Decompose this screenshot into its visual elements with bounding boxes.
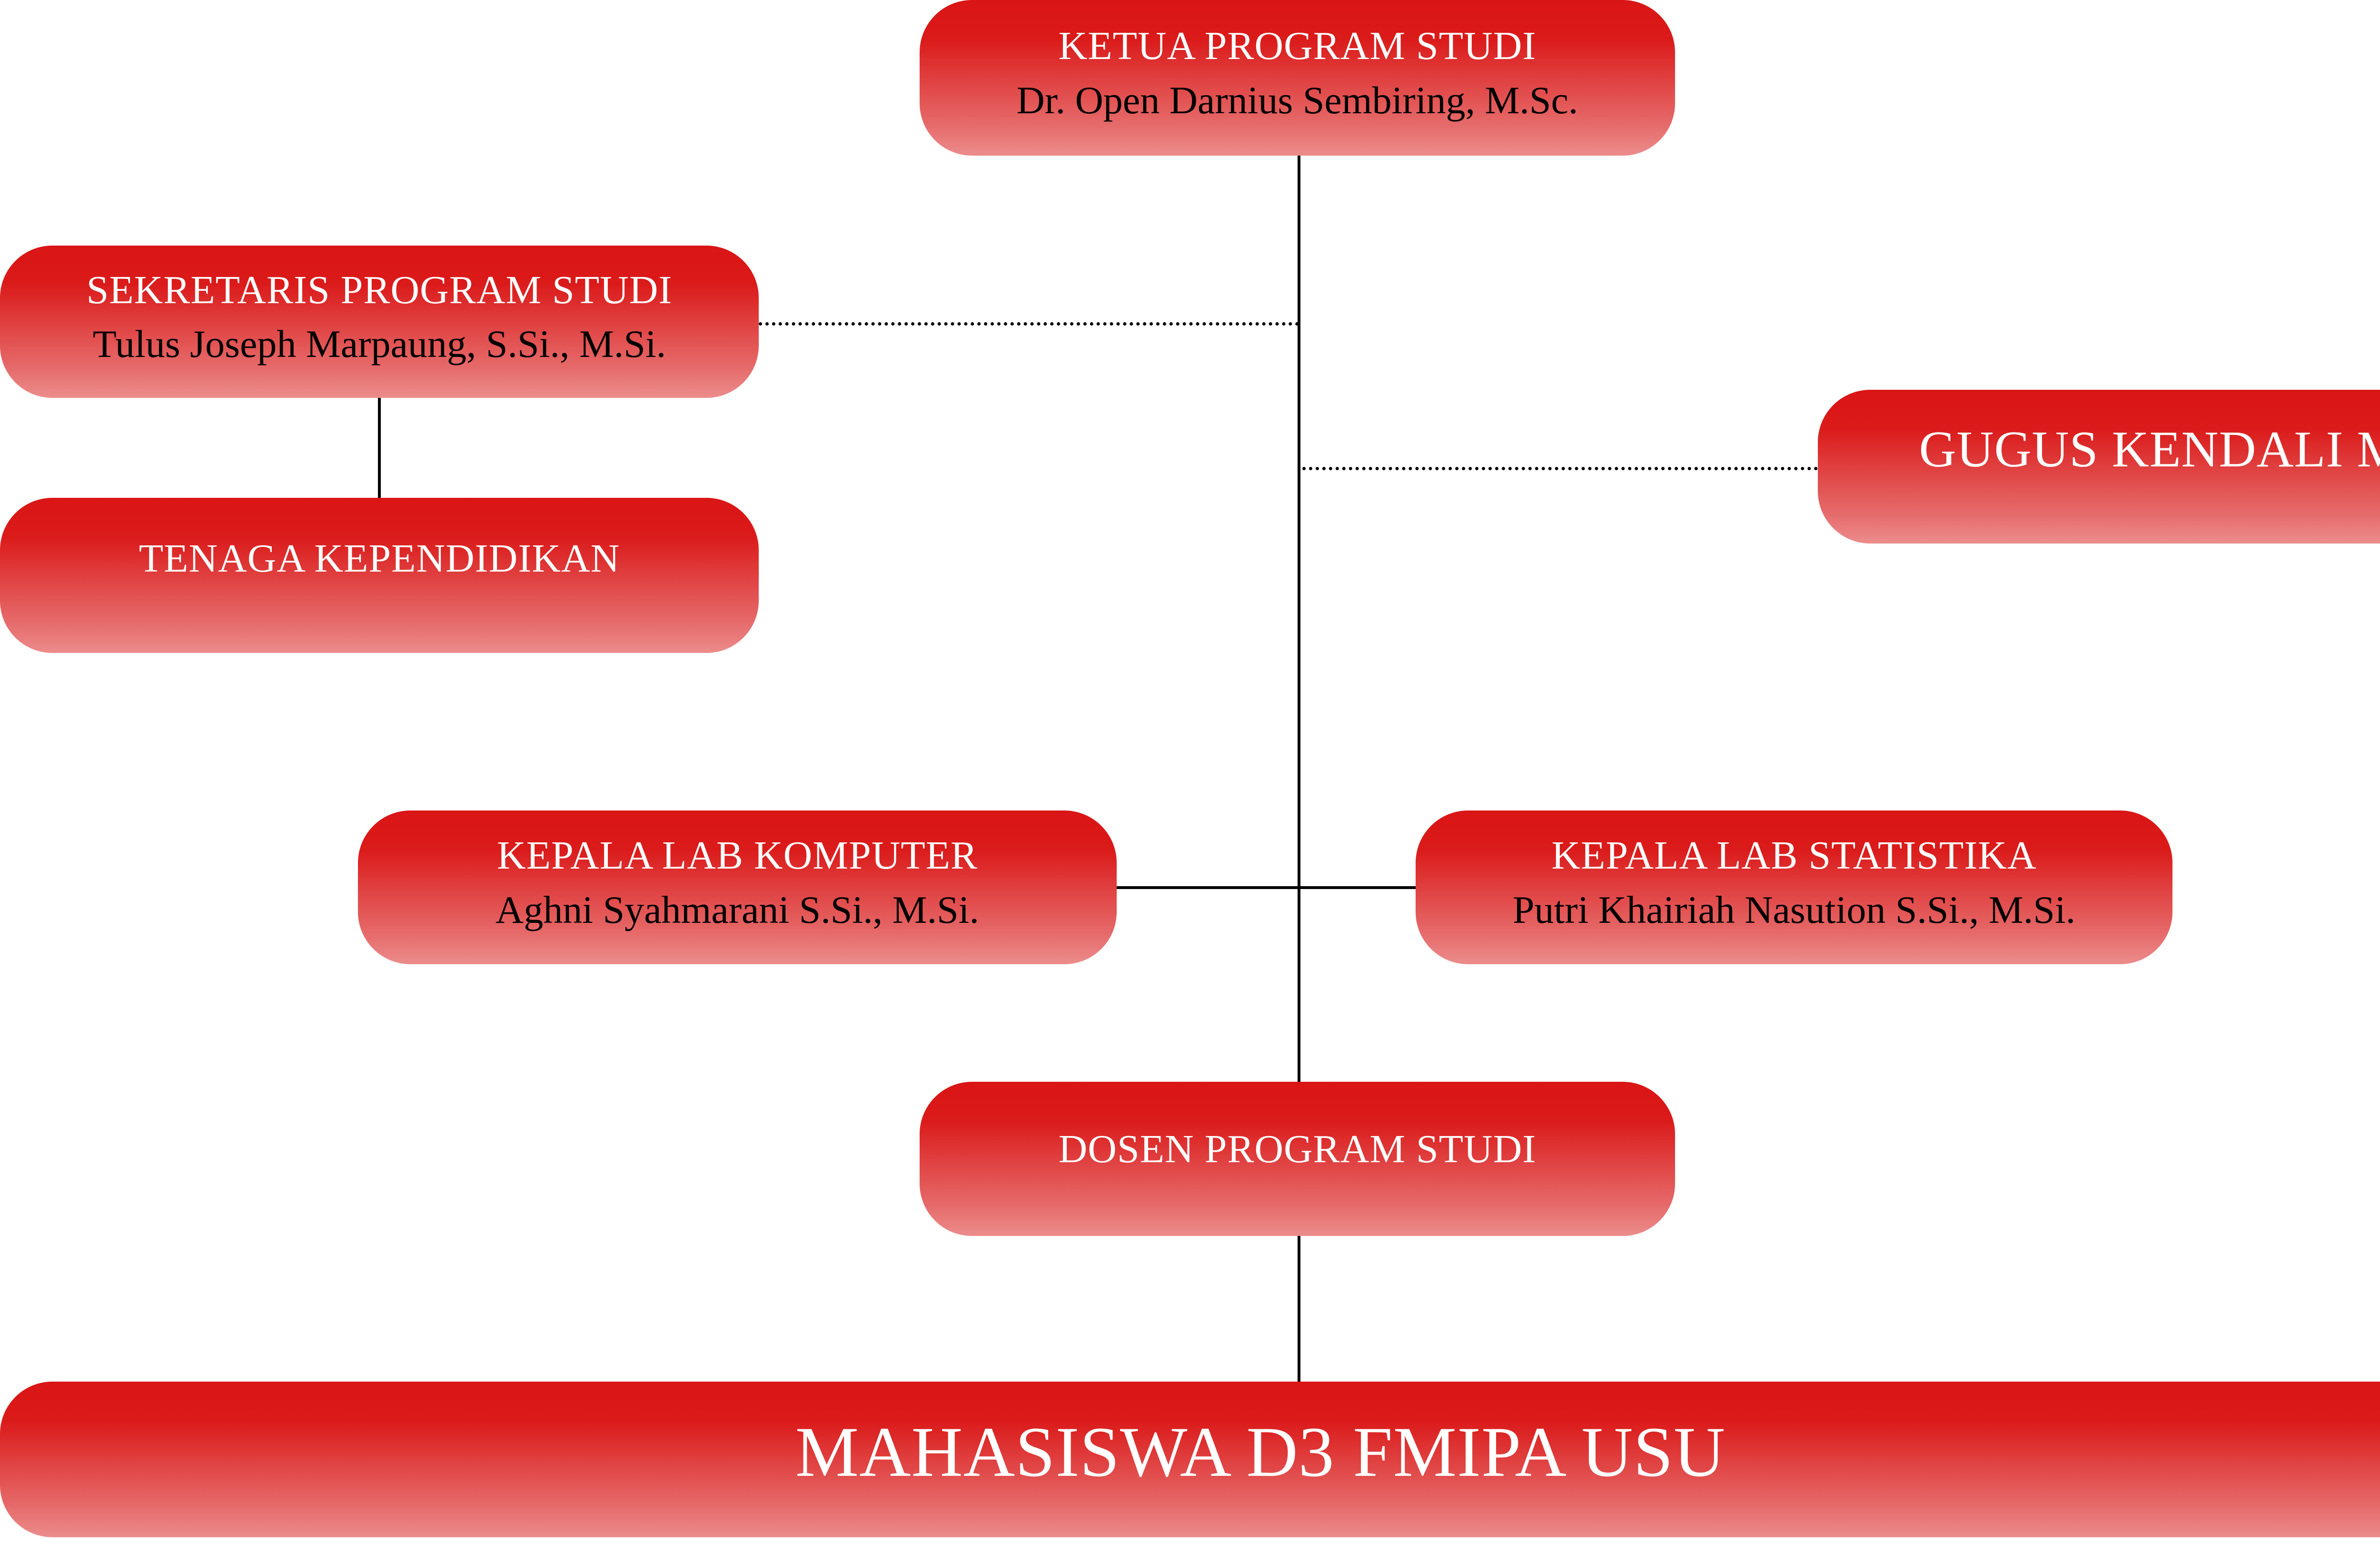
node-tenaga-kependidikan: TENAGA KEPENDIDIKAN (0, 498, 759, 653)
node-dosen-program-studi: DOSEN PROGRAM STUDI (920, 1082, 1675, 1236)
node-person-name: Dr. Open Darnius Sembiring, M.Sc. (1016, 78, 1578, 122)
node-role-label: DOSEN PROGRAM STUDI (1058, 1127, 1537, 1171)
node-role-label: MAHASISWA D3 FMIPA USU (795, 1413, 1726, 1492)
node-kepala-lab-statistika: KEPALA LAB STATISTIKA Putri Khairiah Nas… (1416, 811, 2172, 964)
node-gugus-kendali-mutu: GUGUS KENDALI MUTU (1818, 390, 2380, 544)
node-ketua-program-studi: KETUA PROGRAM STUDI Dr. Open Darnius Sem… (920, 0, 1675, 156)
node-role-label: KETUA PROGRAM STUDI (1058, 24, 1537, 69)
node-role-label: KEPALA LAB STATISTIKA (1551, 833, 2037, 878)
connector-ketua-to-sekretaris (759, 322, 1299, 326)
node-role-label: TENAGA KEPENDIDIKAN (139, 536, 620, 581)
node-sekretaris-program-studi: SEKRETARIS PROGRAM STUDI Tulus Joseph Ma… (0, 246, 759, 398)
node-kepala-lab-komputer: KEPALA LAB KOMPUTER Aghni Syahmarani S.S… (358, 811, 1117, 964)
node-role-label: SEKRETARIS PROGRAM STUDI (86, 267, 673, 312)
node-role-label: KEPALA LAB KOMPUTER (496, 833, 978, 878)
node-person-name: Aghni Syahmarani S.Si., M.Si. (496, 888, 979, 931)
connector-labs-horizontal (1117, 886, 1416, 889)
connector-sekretaris-to-tenaga (378, 398, 381, 498)
node-person-name: Putri Khairiah Nasution S.Si., M.Si. (1512, 888, 2076, 931)
connector-ketua-to-dosen (1298, 156, 1300, 1082)
connector-dosen-to-mahasiswa (1298, 1236, 1300, 1382)
node-role-label: GUGUS KENDALI MUTU (1919, 421, 2380, 478)
node-person-name: Tulus Joseph Marpaung, S.Si., M.Si. (92, 322, 666, 366)
node-mahasiswa: MAHASISWA D3 FMIPA USU (0, 1382, 2380, 1537)
connector-ketua-to-gugus (1302, 467, 1818, 470)
